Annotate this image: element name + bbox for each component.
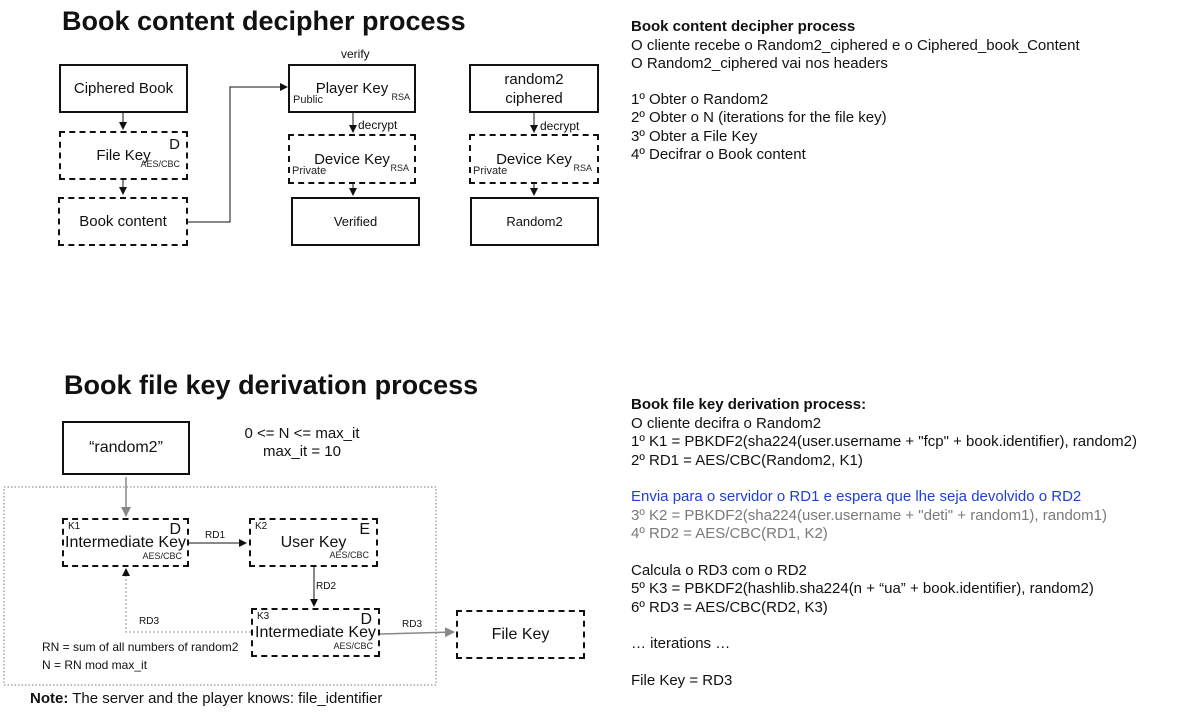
- bottom-notes-server-step: 4º RD2 = AES/CBC(RD1, K2): [631, 525, 828, 542]
- random2-ciphered-box: random2 ciphered: [469, 64, 599, 113]
- bottom-notes-server-line: Envia para o servidor o RD1 e espera que…: [631, 488, 1082, 505]
- ciphered-book-label: Ciphered Book: [73, 80, 174, 97]
- file-key-algo: AES/CBC: [140, 159, 180, 169]
- bottom-notes-line: 2º RD1 = AES/CBC(Random2, K1): [631, 451, 863, 469]
- user-key-label: User Key: [280, 533, 347, 551]
- arrow-ik3-to-ik1: [125, 569, 251, 633]
- player-key-label: Player Key: [315, 80, 389, 97]
- device-key-rsa: RSA: [390, 163, 409, 173]
- n-definition: N = RN mod max_it: [42, 658, 148, 672]
- bottom-notes-iterations: … iterations …: [631, 635, 731, 652]
- intermediate-key-1-corner: D: [169, 521, 181, 538]
- user-key-algo: AES/CBC: [329, 550, 369, 560]
- top-notes-line: O Random2_ciphered vai nos headers: [631, 55, 888, 72]
- verify-label: verify: [341, 47, 370, 61]
- top-notes-line: 2º Obter o N (iterations for the file ke…: [631, 109, 887, 126]
- player-key-public: Public: [293, 94, 323, 106]
- top-title: Book content decipher process: [62, 6, 466, 36]
- user-key-corner: E: [359, 521, 370, 538]
- device-key-label: Device Key: [314, 150, 390, 168]
- player-key-box: Player Key Public RSA: [288, 64, 416, 113]
- n-range: 0 <= N <= max_it: [244, 425, 360, 442]
- book-content-label: Book content: [79, 213, 167, 230]
- rd1-label: RD1: [205, 530, 226, 541]
- intermediate-key-3-k: K3: [257, 611, 270, 622]
- intermediate-key-3-algo: AES/CBC: [333, 641, 373, 651]
- verified-box: Verified: [291, 197, 420, 246]
- file-key-output-label: File Key: [491, 625, 550, 643]
- rn-definition: RN = sum of all numbers of random2: [42, 640, 239, 654]
- intermediate-key-1-box: K1 D Intermediate Key AES/CBC: [62, 518, 189, 567]
- bottom-notes-line: O cliente decifra o Random2: [631, 414, 822, 432]
- server-note: Note: The server and the player knows: f…: [30, 690, 382, 707]
- device-key-2-box: Device Key Private RSA: [469, 134, 599, 184]
- file-key-label: File Key: [96, 147, 151, 164]
- device-key-private: Private: [292, 165, 327, 177]
- intermediate-key-1-k: K1: [68, 521, 81, 532]
- arrow-ik3-to-filekey: [379, 627, 455, 638]
- bottom-notes-file-key: File Key = RD3: [631, 671, 733, 689]
- random2-label: Random2: [506, 214, 563, 229]
- rd2-label: RD2: [316, 581, 337, 592]
- intermediate-key-3-box: K3 D Intermediate Key AES/CBC: [251, 608, 380, 657]
- bottom-notes-line: Calcula o RD3 com o RD2: [631, 561, 807, 579]
- max-it: max_it = 10: [263, 443, 341, 460]
- book-content-box: Book content: [58, 197, 188, 246]
- random2-box: Random2: [470, 197, 599, 246]
- user-key-k: K2: [255, 521, 268, 532]
- top-notes-line: O cliente recebe o Random2_ciphered e o …: [631, 36, 1080, 54]
- intermediate-key-1-label: Intermediate Key: [65, 533, 186, 551]
- device-key-2-label: Device Key: [496, 150, 572, 168]
- device-key-2-rsa: RSA: [573, 163, 592, 173]
- random2-input-box: “random2”: [62, 421, 190, 475]
- random2-ciphered-line2: ciphered: [505, 89, 563, 107]
- bottom-title: Book file key derivation process: [64, 370, 479, 400]
- top-notes-line: [631, 74, 1080, 91]
- bottom-notes-server-step: 3º K2 = PBKDF2(sha224(user.username + "d…: [631, 506, 1107, 524]
- device-key-box: Device Key Private RSA: [288, 134, 416, 184]
- intermediate-key-1-algo: AES/CBC: [142, 551, 182, 561]
- device-key-2-private: Private: [473, 165, 508, 177]
- bottom-notes-line: 6º RD3 = AES/CBC(RD2, K3): [631, 598, 828, 616]
- arrow-content-to-playerkey: [188, 83, 288, 223]
- bottom-notes-title: Book file key derivation process:: [631, 396, 867, 413]
- bottom-notes: Book file key derivation process: O clie…: [631, 396, 1137, 690]
- intermediate-key-3-label: Intermediate Key: [255, 623, 376, 641]
- file-key-box: File Key D AES/CBC: [59, 131, 188, 180]
- decrypt-label-2: decrypt: [540, 119, 580, 133]
- top-notes-line: 4º Decifrar o Book content: [631, 146, 806, 163]
- user-key-box: K2 E User Key AES/CBC: [249, 518, 378, 567]
- arrow-ik3-to-ik1-head: [122, 568, 130, 576]
- file-key-corner: D: [169, 136, 180, 153]
- random2-ciphered-line1: random2: [504, 70, 564, 88]
- bottom-notes-line: 1º K1 = PBKDF2(sha224(user.username + "f…: [631, 433, 1137, 450]
- server-note-text: The server and the player knows: file_id…: [68, 690, 383, 707]
- random2-input-label: “random2”: [89, 439, 163, 456]
- top-notes-line: 1º Obter o Random2: [631, 90, 769, 108]
- player-key-rsa: RSA: [391, 92, 410, 102]
- top-notes-line: 3º Obter a File Key: [631, 127, 758, 145]
- file-key-output-box: File Key: [456, 610, 585, 659]
- intermediate-key-3-corner: D: [360, 611, 372, 628]
- bottom-notes-line: 5º K3 = PBKDF2(hashlib.sha224(n + “ua” +…: [631, 580, 1094, 597]
- verified-label: Verified: [333, 214, 378, 229]
- top-notes-title: Book content decipher process: [631, 18, 856, 35]
- ciphered-book-box: Ciphered Book: [59, 64, 188, 113]
- server-note-bold: Note:: [30, 690, 69, 707]
- rd3-right-label: RD3: [402, 619, 423, 630]
- top-notes: Book content decipher process O cliente …: [631, 18, 1080, 165]
- decrypt-label-1: decrypt: [358, 118, 398, 132]
- rd3-left-label: RD3: [139, 616, 160, 627]
